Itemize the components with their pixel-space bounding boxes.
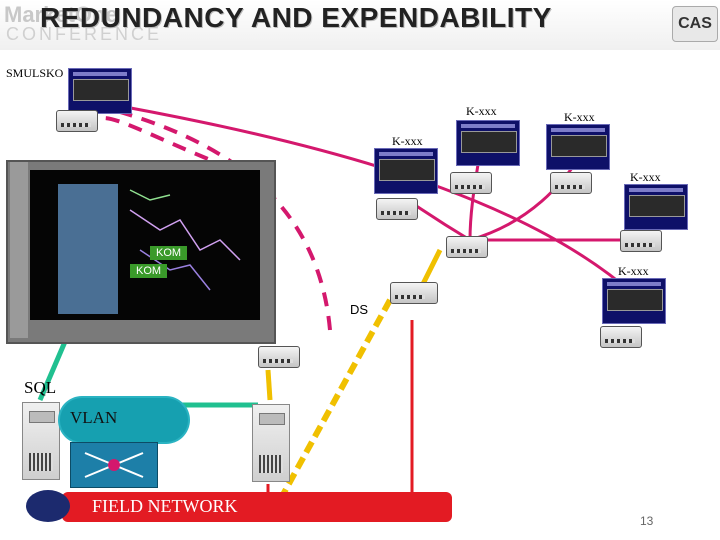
kxxx-terminal-2 [546, 124, 610, 170]
field-network-bar: FIELD NETWORK [62, 492, 452, 522]
network-server [252, 404, 290, 482]
smulsko-terminal [68, 68, 132, 114]
smulsko-modem [56, 110, 98, 132]
kxxx-terminal-1 [456, 120, 520, 166]
hub-modem [446, 236, 488, 258]
control-room-monitor [6, 160, 276, 344]
field-network-node [26, 490, 70, 522]
kxxx-terminal-3 [374, 148, 438, 194]
slide-title: REDUNDANCY AND EXPENDABILITY [40, 2, 552, 33]
kxxx-label-2: K-xxx [564, 110, 595, 124]
vlan-modem [258, 346, 300, 368]
page-number: 13 [640, 514, 654, 528]
link-smulsko-kxxx-right [119, 104, 662, 322]
vlan-label: VLAN [70, 408, 118, 427]
kxxx-modem-2 [550, 172, 592, 194]
field-network-label: FIELD NETWORK [92, 496, 238, 516]
vlan-cloud: VLAN [60, 398, 188, 442]
conference-logo-top: MarketOne [4, 2, 118, 27]
cas-logo: CAS [672, 6, 718, 42]
kxxx-terminal-5 [602, 278, 666, 324]
dashed-link-monitor-smulsko [103, 116, 231, 170]
kxxx-label-4: K-xxx [630, 170, 661, 184]
kxxx-modem-1 [450, 172, 492, 194]
ds-device [390, 282, 438, 304]
ds-label: DS [350, 302, 369, 317]
header-banner [0, 0, 720, 50]
kom-label-1: KOM [150, 246, 188, 260]
sql-label: SQL [24, 378, 57, 397]
kom-label-2: KOM [130, 264, 168, 278]
kxxx-modem-5 [600, 326, 642, 348]
kxxx-label-1: K-xxx [466, 104, 497, 118]
kxxx-terminal-4 [624, 184, 688, 230]
kxxx-label-5: K-xxx [618, 264, 649, 278]
kxxx-modem-3 [376, 198, 418, 220]
yellow-link-modem [265, 369, 273, 401]
conference-logo-bottom: CONFERENCE [6, 24, 163, 44]
kxxx-label-3: K-xxx [392, 134, 423, 148]
yellow-link-ds-vlan [277, 298, 393, 502]
smulsko-label: SMULSKO [6, 66, 64, 80]
kxxx-modem-4 [620, 230, 662, 252]
network-switch [70, 442, 158, 488]
sql-server [22, 402, 60, 480]
